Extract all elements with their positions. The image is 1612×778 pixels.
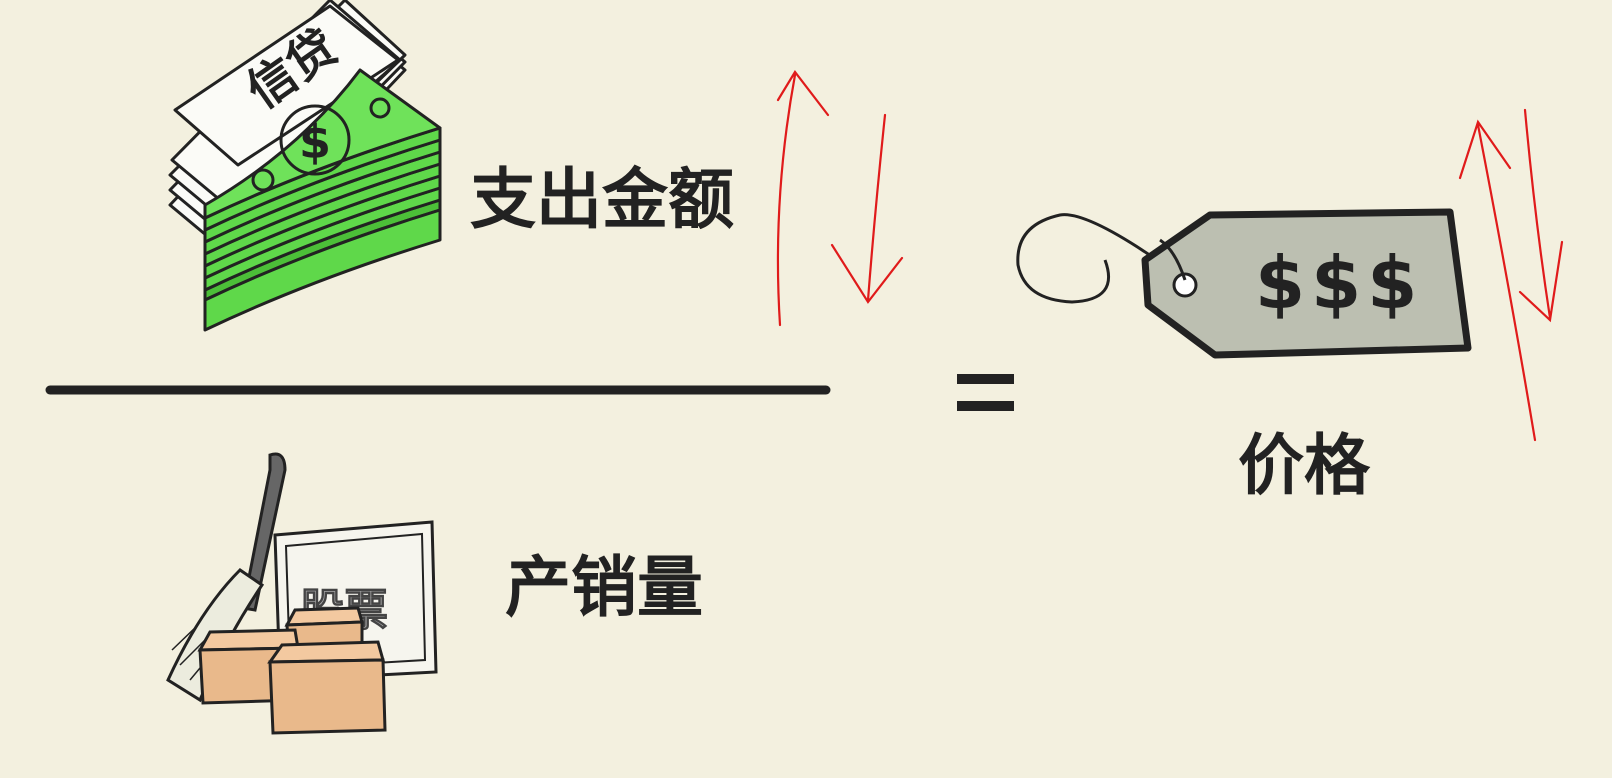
result-label: 价格: [1238, 427, 1371, 504]
down-arrow-icon: [1518, 108, 1564, 323]
price-change-arrows: [1458, 108, 1564, 442]
up-arrow-icon: [776, 70, 830, 327]
denominator-label: 产销量: [505, 549, 703, 626]
dollar-symbol: $: [299, 115, 331, 169]
numerator-change-arrows: [776, 70, 904, 327]
down-arrow-icon: [830, 113, 904, 304]
equals-sign: [957, 374, 1014, 411]
price-tag-text: $$$: [1255, 241, 1423, 325]
up-arrow-icon: [1458, 119, 1537, 442]
price-tag-icon: $$$: [1016, 208, 1472, 359]
numerator-label: 支出金额: [470, 161, 734, 238]
money-stack-icon: 信贷 $: [168, 0, 442, 332]
goods-boxes-icon: 股票: [166, 452, 438, 735]
